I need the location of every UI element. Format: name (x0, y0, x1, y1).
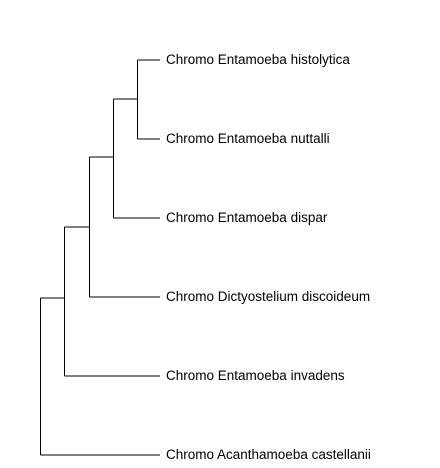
leaf-label: Chromo Entamoeba invadens (166, 368, 345, 383)
leaf-label: Chromo Dictyostelium discoideum (166, 289, 371, 304)
leaf-label: Chromo Entamoeba nuttalli (166, 131, 330, 146)
leaf-label: Chromo Acanthamoeba castellanii (166, 447, 371, 462)
leaf-label: Chromo Entamoeba histolytica (166, 52, 350, 67)
leaf-label: Chromo Entamoeba dispar (166, 210, 328, 225)
